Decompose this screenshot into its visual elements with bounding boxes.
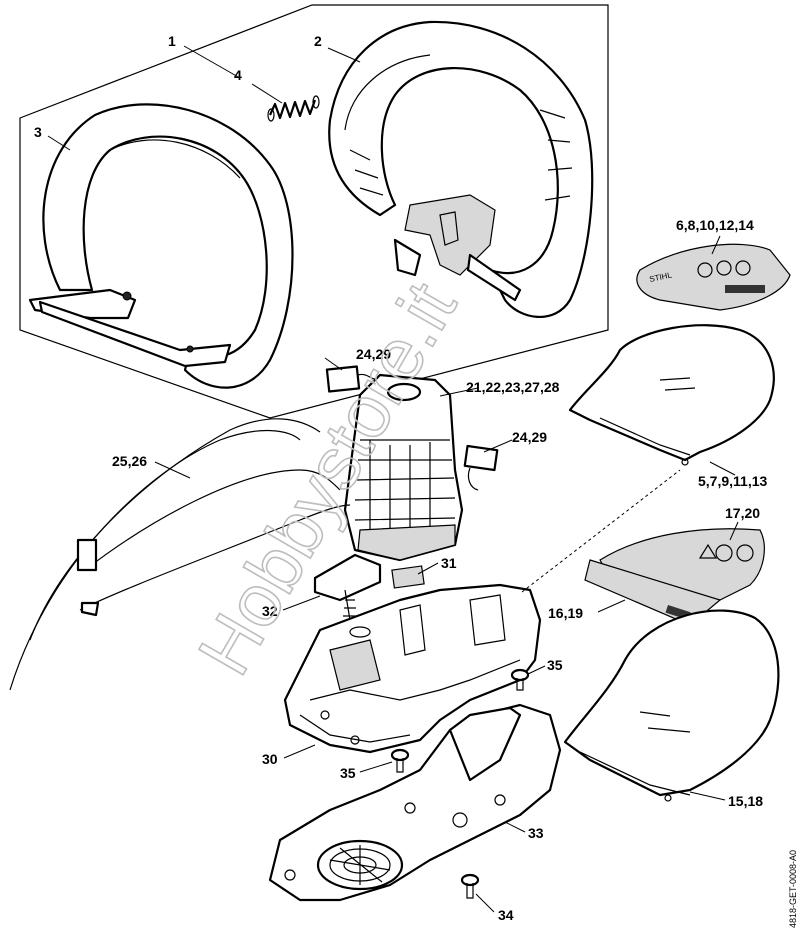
callout-32: 32 <box>262 603 278 619</box>
callout-34: 34 <box>498 907 514 923</box>
handle-assembly-frame <box>19 4 609 419</box>
screw-lower <box>390 748 410 773</box>
carbon-brush-right <box>463 444 499 491</box>
callout-25-26: 25,26 <box>112 453 147 469</box>
callout-1: 1 <box>168 33 176 49</box>
callout-31: 31 <box>441 555 457 571</box>
callout-6-8-10-12-14: 6,8,10,12,14 <box>676 217 754 233</box>
screw-bottom <box>460 873 480 899</box>
callout-24-29-left: 24,29 <box>356 346 391 362</box>
motor-housing <box>283 583 542 754</box>
callout-2: 2 <box>314 33 322 49</box>
front-handle-bar <box>28 103 294 389</box>
bottom-cover <box>563 609 780 802</box>
callout-3: 3 <box>34 124 42 140</box>
handle-frame <box>328 20 594 318</box>
electric-motor <box>343 373 464 562</box>
label-sticker-top: STIHL <box>636 243 791 311</box>
carbon-brush-left <box>325 365 379 393</box>
callout-17-20: 17,20 <box>725 505 760 521</box>
callout-16-19: 16,19 <box>548 605 583 621</box>
callout-35-upper: 35 <box>547 657 563 673</box>
power-cable <box>9 418 351 691</box>
leader-lines <box>47 45 739 913</box>
document-code: 4818-GET-0008-A0 <box>788 850 798 928</box>
top-cover <box>568 324 775 466</box>
callout-4: 4 <box>234 67 242 83</box>
callout-5-7-9-11-13: 5,7,9,11,13 <box>698 473 768 489</box>
spring <box>267 95 320 122</box>
screw-upper <box>510 668 530 691</box>
callout-21-22-23-27-28: 21,22,23,27,28 <box>466 379 560 395</box>
callout-33: 33 <box>528 825 544 841</box>
insulating-plate <box>391 565 425 589</box>
callout-30: 30 <box>262 751 278 767</box>
callout-35-lower: 35 <box>340 765 356 781</box>
callout-24-29-right: 24,29 <box>512 429 547 445</box>
callout-15-18: 15,18 <box>728 793 763 809</box>
switch <box>313 553 382 621</box>
bottom-housing <box>268 703 562 902</box>
